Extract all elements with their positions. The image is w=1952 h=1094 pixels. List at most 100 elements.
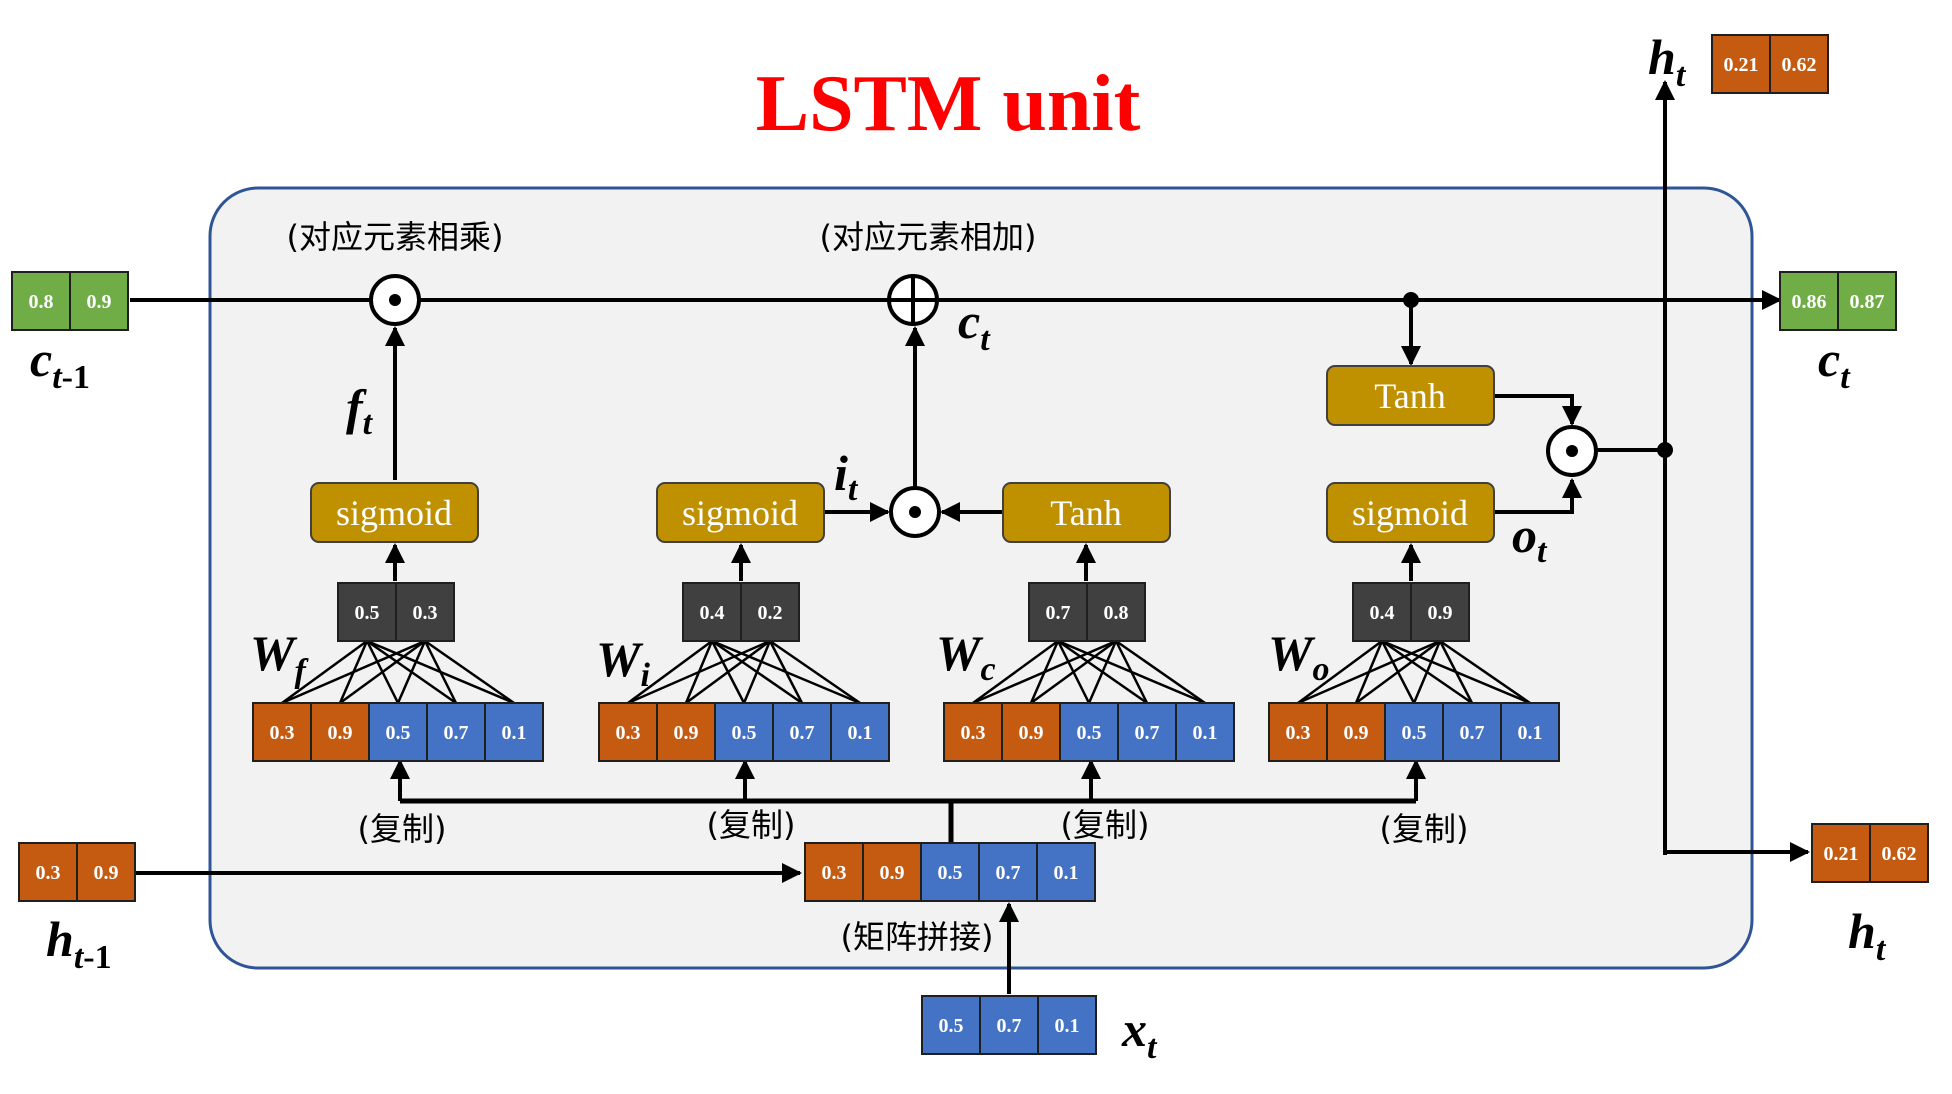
output-sigmoid-box: sigmoid bbox=[1326, 482, 1495, 543]
output-connection bbox=[1381, 639, 1473, 705]
concat-vector-value: 0.1 bbox=[1054, 862, 1079, 884]
input-input-vector-cell bbox=[830, 702, 890, 762]
candidate-weight-vector-value: 0.7 bbox=[1046, 602, 1071, 624]
input-weight-vector-value: 0.2 bbox=[758, 602, 783, 624]
concat-vector-value: 0.5 bbox=[938, 862, 963, 884]
candidate-input-vector-cell bbox=[1175, 702, 1235, 762]
output-weight-vector-cell bbox=[1410, 582, 1470, 642]
candidate-input-vector-value: 0.9 bbox=[1019, 722, 1044, 744]
input-input-vector-cell bbox=[656, 702, 716, 762]
input-input-vector-value: 0.5 bbox=[732, 722, 757, 744]
forget-connection bbox=[424, 639, 515, 705]
h-right-arrow bbox=[1663, 450, 1810, 862]
output-input-vector-value: 0.5 bbox=[1402, 722, 1427, 744]
input-weight-vector: 0.4 0.2 bbox=[682, 582, 800, 642]
label-x: xt bbox=[1121, 1001, 1158, 1066]
output-input-vector-value: 0.9 bbox=[1344, 722, 1369, 744]
input-input-vector-value: 0.9 bbox=[674, 722, 699, 744]
annotation-concat: (矩阵拼接) bbox=[841, 918, 994, 956]
candidate-input-vector-value: 0.7 bbox=[1135, 722, 1160, 744]
x-vector-value: 0.1 bbox=[1055, 1015, 1080, 1037]
input-input-vector-value: 0.7 bbox=[790, 722, 815, 744]
h-top-vector-cell bbox=[1711, 34, 1771, 94]
label-c-mid: ct bbox=[958, 293, 991, 358]
input-input-vector-value: 0.1 bbox=[848, 722, 873, 744]
input-connection bbox=[684, 640, 714, 704]
label-w-o: Wo bbox=[1268, 625, 1329, 688]
output-input-vector-cell bbox=[1442, 702, 1502, 762]
input-input-vector-cell bbox=[714, 702, 774, 762]
input-connection bbox=[769, 639, 861, 705]
c-prev-vector-value: 0.8 bbox=[29, 291, 54, 313]
output-connection bbox=[1354, 640, 1384, 704]
label-f-t: ft bbox=[346, 379, 374, 442]
c-out-vector-cell bbox=[1837, 271, 1897, 331]
label-c-prev: ct-1 bbox=[30, 331, 90, 396]
candidate-input-vector-cell bbox=[1059, 702, 1119, 762]
concat-vector-value: 0.9 bbox=[880, 862, 905, 884]
output-input-vector-cell bbox=[1500, 702, 1560, 762]
input-connection bbox=[710, 640, 746, 704]
annotation-multiply: (对应元素相乘) bbox=[287, 218, 504, 256]
candidate-tanh-box: Tanh bbox=[1002, 482, 1171, 543]
h-prev-vector-value: 0.3 bbox=[36, 862, 61, 884]
concat-vector-cell bbox=[1036, 842, 1096, 902]
candidate-input-vector-cell bbox=[1001, 702, 1061, 762]
input-connection bbox=[711, 639, 803, 705]
forget-connection bbox=[365, 640, 400, 704]
forget-input-vector-value: 0.1 bbox=[502, 722, 527, 744]
candidate-connection bbox=[1057, 639, 1148, 705]
forget-weight-vector-cell bbox=[395, 582, 455, 642]
concat-vector-value: 0.3 bbox=[822, 862, 847, 884]
input-weight-vector-cell bbox=[740, 582, 800, 642]
candidate-connection bbox=[1056, 640, 1091, 704]
label-h-right: ht bbox=[1848, 903, 1887, 968]
annotation-copy-i: (复制) bbox=[707, 806, 796, 844]
element-wise-add-icon bbox=[887, 274, 939, 326]
candidate-weight-vector: 0.7 0.8 bbox=[1028, 582, 1146, 642]
label-w-i: Wi bbox=[596, 631, 650, 694]
output-connection bbox=[1380, 640, 1416, 704]
label-h-top: ht bbox=[1648, 29, 1687, 94]
forget-sigmoid-box: sigmoid bbox=[310, 482, 479, 543]
input-weight-vector-value: 0.4 bbox=[700, 602, 725, 624]
candidate-connection bbox=[1029, 640, 1060, 704]
cell-tanh-arrow bbox=[1494, 394, 1582, 426]
input-sigmoid-label: sigmoid bbox=[682, 493, 798, 533]
c-out-vector-value: 0.87 bbox=[1850, 291, 1885, 313]
label-w-c: Wc bbox=[936, 625, 996, 688]
element-wise-multiply-icon bbox=[1546, 425, 1598, 477]
forget-connection bbox=[366, 639, 457, 705]
h-top-vector-value: 0.21 bbox=[1724, 54, 1759, 76]
annotation-copy-c: (复制) bbox=[1061, 806, 1150, 844]
element-wise-multiply-icon bbox=[889, 486, 941, 538]
concat-vector-value: 0.7 bbox=[996, 862, 1021, 884]
candidate-connection bbox=[1057, 639, 1206, 705]
annotation-add: (对应元素相加) bbox=[820, 218, 1037, 256]
candidate-weight-vector-value: 0.8 bbox=[1104, 602, 1129, 624]
forget-connection bbox=[281, 639, 368, 705]
cell-tanh-box: Tanh bbox=[1326, 365, 1495, 426]
x-vector-value: 0.7 bbox=[997, 1015, 1022, 1037]
output-input-vector-value: 0.3 bbox=[1286, 722, 1311, 744]
forget-input-vector-cell bbox=[426, 702, 486, 762]
label-o-t: ot bbox=[1512, 507, 1548, 570]
annotation-copy-o: (复制) bbox=[1380, 810, 1469, 848]
element-wise-multiply-icon bbox=[369, 274, 421, 326]
input-sigmoid-box: sigmoid bbox=[656, 482, 825, 543]
label-h-prev: ht-1 bbox=[46, 911, 112, 976]
forget-input-vector-cell bbox=[252, 702, 312, 762]
candidate-input-vector-cell bbox=[1117, 702, 1177, 762]
dense-connections bbox=[281, 639, 1531, 705]
h-prev-vector-value: 0.9 bbox=[94, 862, 119, 884]
